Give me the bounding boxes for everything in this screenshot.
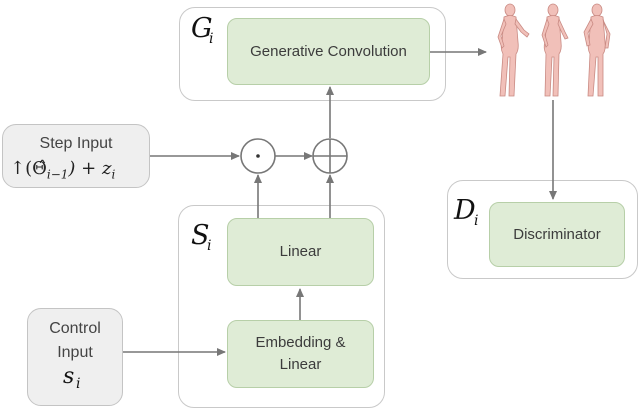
control-input-line2: Input bbox=[57, 344, 93, 361]
step-input-formula: ↑(Θ̂i−1) + zi bbox=[10, 158, 115, 182]
control-input-box bbox=[27, 308, 123, 406]
generator-subscript: i bbox=[209, 31, 214, 47]
discriminator-label: D bbox=[454, 195, 476, 226]
discriminator-subscript: i bbox=[474, 213, 479, 229]
step-input-title: Step Input bbox=[39, 135, 113, 152]
generative-convolution-block: Generative Convolution bbox=[227, 18, 430, 85]
step-input-formula-head: ↑(Θ̂ bbox=[10, 158, 47, 179]
human-figure-icon bbox=[583, 3, 611, 97]
style-label: S bbox=[191, 220, 210, 251]
step-input-formula-tail: ) + z bbox=[68, 158, 112, 179]
control-input-symbol-sub: i bbox=[76, 376, 81, 392]
control-input-symbol: s bbox=[63, 364, 75, 389]
human-figure-icon bbox=[541, 3, 569, 97]
style-subscript: i bbox=[207, 238, 212, 254]
step-input-formula-sub: i−1 bbox=[46, 167, 69, 182]
discriminator-block: Discriminator bbox=[489, 202, 625, 267]
step-input-box bbox=[2, 124, 150, 188]
linear-block: Linear bbox=[227, 218, 374, 286]
human-figure-icon bbox=[497, 3, 530, 97]
generator-label: G bbox=[191, 13, 213, 44]
multiply-operator bbox=[240, 138, 276, 174]
add-operator bbox=[312, 138, 348, 174]
control-input-line1: Control bbox=[49, 320, 101, 337]
embedding-linear-block: Embedding & Linear bbox=[227, 320, 374, 388]
step-input-formula-tail-sub: i bbox=[111, 167, 116, 182]
